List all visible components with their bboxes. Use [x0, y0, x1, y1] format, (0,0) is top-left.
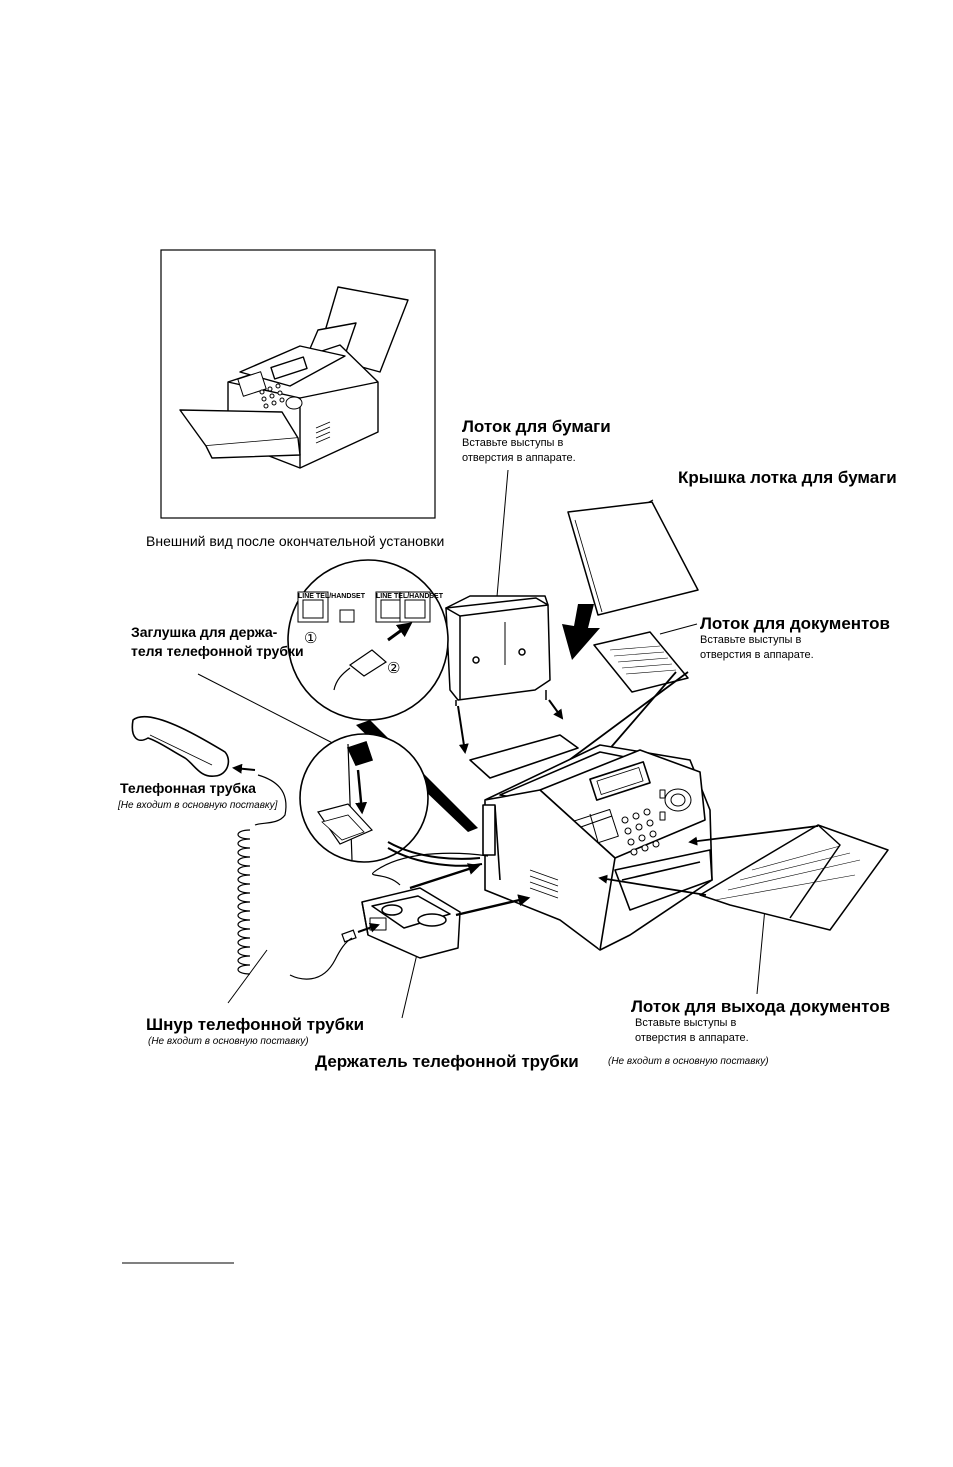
paper-tray-cover-title: Крышка лотка для бумаги	[678, 468, 897, 487]
leader-lines	[197, 469, 766, 1019]
document-tray	[593, 631, 689, 693]
document-tray-title: Лоток для документов	[700, 614, 890, 633]
handset-note: [Не входит в основную поставку]	[118, 800, 278, 811]
paper-tray-note-2: отверстия в аппарате.	[462, 452, 576, 464]
holder-cable	[372, 852, 489, 886]
handset-holder	[361, 887, 461, 959]
handset-holder-title: Держатель телефонной трубки	[315, 1052, 579, 1071]
handset-title: Телефонная трубка	[120, 780, 256, 796]
inset-caption: Внешний вид после окончательной установк…	[146, 533, 445, 549]
insert-arrow-cover	[562, 604, 600, 660]
plug-arrow	[355, 769, 368, 815]
document-tray-note-2: отверстия в аппарате.	[700, 649, 814, 661]
jack-tel-label-1: TEL/HANDSET	[316, 593, 365, 600]
plug-insert-arrow	[387, 622, 413, 642]
paper-tray-title: Лоток для бумаги	[462, 417, 611, 436]
handset	[131, 715, 230, 777]
paper-tray-note-1: Вставьте выступы в	[462, 437, 564, 449]
cord-plug-arrow	[357, 922, 380, 933]
handset-cord-note: (Не входит в основную поставку)	[148, 1036, 309, 1047]
step-1-marker: ①	[304, 630, 318, 647]
step-2-marker: ②	[387, 660, 401, 677]
jack-tel-label-2: TEL/HANDSET	[394, 593, 443, 600]
jack-detail-circle	[287, 559, 449, 721]
exit-tray-note-2: отверстия в аппарате.	[635, 1032, 749, 1044]
holder-attach-arrows	[409, 863, 531, 917]
paper-tray	[445, 595, 551, 706]
inset-fax-icon	[179, 286, 409, 469]
jack-line-label-1: LINE	[298, 593, 314, 600]
handset-cord-title: Шнур телефонной трубки	[146, 1015, 365, 1034]
paper-tray-cover	[567, 501, 699, 616]
handset-cord	[237, 774, 357, 980]
handset-cord-arrow	[232, 763, 256, 774]
holder-plug-title-2: теля телефонной трубки	[131, 643, 304, 659]
plug-detail-circle	[299, 733, 429, 863]
paper-tray-insert-arrows	[457, 699, 564, 754]
exit-tray-note-1: Вставьте выступы в	[635, 1017, 737, 1029]
fax-machine	[469, 734, 713, 951]
handset-holder-note: (Не входит в основную поставку)	[608, 1056, 769, 1067]
holder-plug-title-1: Заглушка для держа-	[131, 624, 278, 640]
document-exit-tray	[699, 824, 889, 931]
exit-tray-insert-arrows	[598, 825, 819, 896]
exit-tray-title: Лоток для выхода документов	[631, 997, 891, 1016]
detail-pointer-2	[387, 841, 481, 860]
document-tray-note-1: Вставьте выступы в	[700, 634, 802, 646]
jack-line-label-2: LINE	[376, 593, 392, 600]
